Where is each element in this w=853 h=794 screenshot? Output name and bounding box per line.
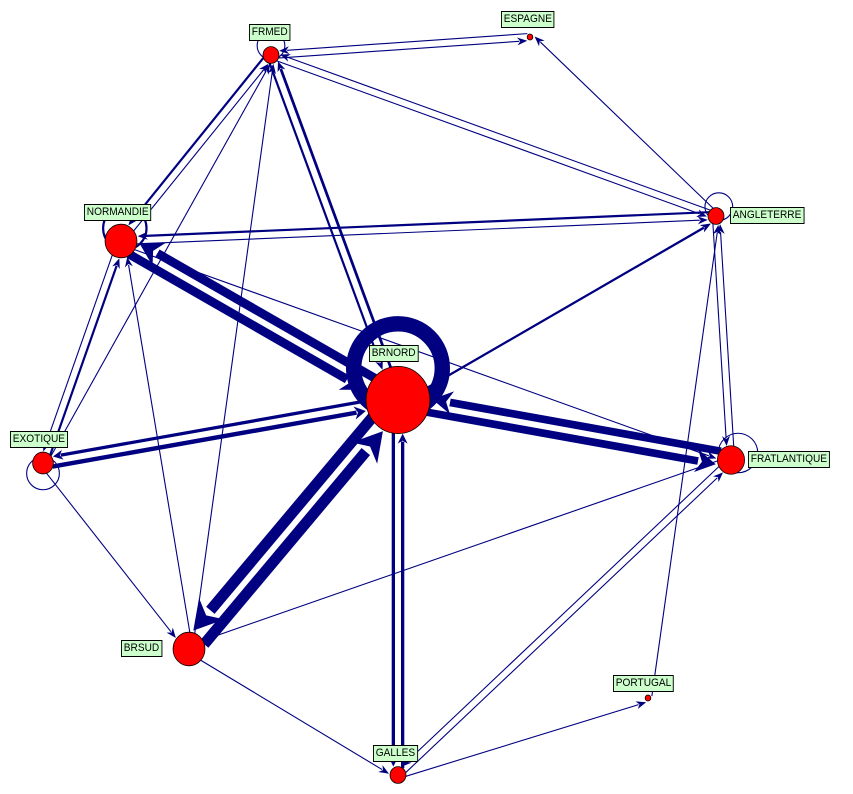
arrowhead (534, 36, 545, 47)
node-label-espagne: ESPAGNE (501, 11, 555, 28)
edge-brsud-to-brnord (199, 448, 371, 648)
edge-fratlantique-to-brsud (211, 459, 720, 639)
edge-brsud-to-normandie (128, 264, 191, 636)
edge-frmed-to-angleterre (275, 60, 700, 215)
edge-fratlantique-to-angleterre (720, 232, 735, 449)
arrowhead (432, 391, 455, 415)
node-label-brnord: BRNORD (369, 345, 419, 362)
node-espagne[interactable] (526, 33, 534, 41)
node-label-normandie: NORMANDIE (84, 204, 152, 221)
node-fratlantique[interactable] (717, 445, 745, 475)
arrowhead (52, 449, 64, 460)
edge-frmed-to-brnord (268, 62, 381, 363)
arrowhead (635, 701, 647, 710)
edge-brnord-to-brsud (206, 411, 379, 614)
arrowhead (375, 359, 383, 370)
arrowhead (713, 472, 724, 483)
edge-brnord-to-normandie (155, 249, 381, 385)
edge-frmed-to-normandie (132, 56, 265, 220)
edge-galles-to-portugal (405, 704, 639, 777)
edge-normandie-to-exotique (45, 252, 114, 445)
node-portugal[interactable] (644, 694, 652, 702)
arrowhead (721, 435, 730, 446)
edge-brnord-to-angleterre (422, 226, 705, 391)
node-label-angleterre: ANGLETERRE (730, 207, 805, 224)
arrowhead (268, 63, 276, 75)
arrowhead (139, 242, 166, 266)
node-label-fratlantique: FRATLANTIQUE (748, 451, 830, 468)
arrowhead (280, 54, 291, 62)
node-brnord[interactable] (365, 365, 431, 434)
arrowhead (259, 63, 269, 75)
edge-exotique-to-normandie (48, 265, 118, 457)
arrowhead (712, 224, 721, 236)
node-label-brsud: BRSUD (121, 640, 162, 657)
arrowhead (705, 451, 717, 459)
arrowhead (277, 61, 286, 73)
edge-espagne-to-frmed (287, 33, 528, 51)
edge-fratlantique-to-galles (407, 464, 721, 762)
edge-brnord-to-exotique (60, 398, 372, 457)
node-exotique[interactable] (32, 451, 54, 475)
node-normandie[interactable] (104, 223, 138, 259)
arrowhead (166, 627, 176, 638)
node-frmed[interactable] (262, 46, 280, 64)
arrowhead (112, 258, 120, 269)
arrowhead (338, 366, 366, 390)
edge-exotique-to-frmed (49, 70, 267, 458)
arrowhead (517, 37, 528, 46)
arrowhead (397, 433, 408, 444)
edge-exotique-to-brsud (45, 471, 172, 633)
arrowhead (693, 449, 716, 473)
arrowhead (696, 209, 707, 217)
edge-fratlantique-to-brnord (449, 398, 722, 456)
node-label-portugal: PORTUGAL (613, 675, 675, 692)
arrowhead (124, 256, 133, 268)
edge-angleterre-to-espagne (540, 41, 715, 210)
arrowhead (261, 64, 271, 75)
edge-normandie-to-angleterre (134, 219, 700, 245)
arrowhead (378, 765, 389, 774)
arrowhead (699, 223, 711, 232)
edge-angleterre-to-normandie (145, 211, 710, 237)
arrowhead (203, 633, 215, 641)
arrowhead (351, 431, 383, 464)
edge-normandie-to-frmed (131, 69, 264, 234)
node-label-galles: GALLES (373, 745, 418, 762)
edge-portugal-to-angleterre (651, 232, 718, 697)
node-brsud[interactable] (172, 631, 206, 667)
arrowhead (193, 598, 225, 631)
edge-frmed-to-espagne (277, 40, 520, 59)
edge-exotique-to-brnord (52, 410, 357, 469)
edge-brsud-to-galles (198, 658, 383, 771)
node-angleterre[interactable] (707, 207, 725, 225)
edge-brsud-to-frmed (193, 71, 273, 637)
edge-angleterre-to-frmed (287, 56, 712, 211)
node-label-exotique: EXOTIQUE (10, 431, 68, 448)
node-label-frmed: FRMED (249, 24, 291, 41)
node-galles[interactable] (389, 766, 407, 784)
edge-brnord-to-fratlantique (422, 407, 699, 465)
edge-galles-to-fratlantique (404, 477, 718, 774)
arrowhead (353, 406, 366, 420)
edge-angleterre-to-fratlantique (712, 222, 727, 439)
edge-normandie-to-fratlantique (132, 248, 710, 457)
arrowhead (697, 216, 708, 225)
edge-brnord-to-frmed (279, 68, 395, 374)
